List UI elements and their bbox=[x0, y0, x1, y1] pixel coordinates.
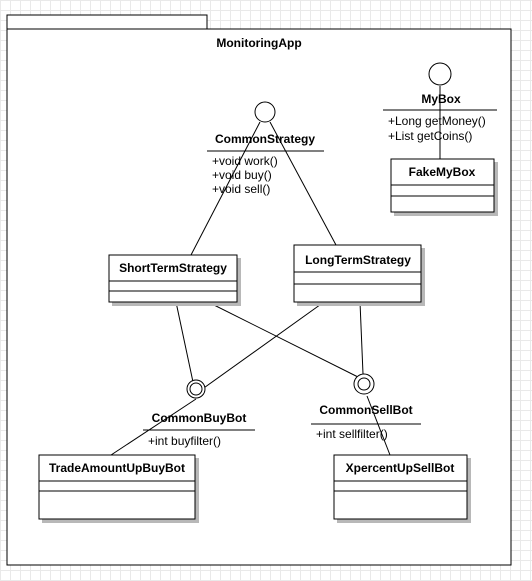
interface-name: CommonBuyBot bbox=[152, 411, 247, 425]
interface-lollipop-icon bbox=[357, 377, 371, 391]
interface-commonstrategy[interactable]: CommonStrategy +void work() +void buy() … bbox=[207, 101, 324, 196]
class-box bbox=[333, 454, 468, 520]
interface-name: CommonStrategy bbox=[215, 132, 315, 146]
realization-xpercent-commonsellbot[interactable] bbox=[366, 395, 391, 456]
interface-lollipop-icon bbox=[254, 101, 276, 123]
class-fakemybox[interactable]: FakeMyBox bbox=[390, 158, 498, 216]
interface-commonbuybot[interactable]: CommonBuyBot +int buyfilter() bbox=[143, 379, 255, 448]
class-box bbox=[293, 244, 422, 303]
class-name: LongTermStrategy bbox=[305, 253, 411, 267]
class-box bbox=[38, 454, 196, 520]
operation: +void work() bbox=[212, 154, 278, 168]
class-shorttermstrategy[interactable]: ShortTermStrategy bbox=[108, 254, 241, 306]
realization-tradeamount-commonbuybot[interactable] bbox=[107, 398, 197, 458]
class-name: XpercentUpSellBot bbox=[346, 461, 455, 475]
class-name: FakeMyBox bbox=[409, 165, 476, 179]
usage-longterm-commonbuybot[interactable] bbox=[200, 301, 325, 391]
realization-shortterm-commonstrategy[interactable] bbox=[190, 121, 261, 256]
package-name: MonitoringApp bbox=[216, 36, 301, 50]
class-box bbox=[108, 254, 238, 303]
usage-shortterm-commonsellbot[interactable] bbox=[207, 301, 361, 379]
usage-shortterm-commonbuybot[interactable] bbox=[175, 301, 194, 383]
operation: +void sell() bbox=[212, 182, 270, 196]
operation: +int sellfilter() bbox=[316, 427, 388, 441]
operation: +Long getMoney() bbox=[388, 114, 486, 128]
class-name: TradeAmountUpBuyBot bbox=[49, 461, 185, 475]
interface-name: MyBox bbox=[421, 92, 461, 106]
interface-commonsellbot[interactable]: CommonSellBot +int sellfilter() bbox=[311, 373, 421, 441]
class-longtermstrategy[interactable]: LongTermStrategy bbox=[293, 244, 425, 306]
operation: +void buy() bbox=[212, 168, 272, 182]
interface-lollipop-icon bbox=[428, 62, 452, 86]
interface-name: CommonSellBot bbox=[319, 403, 412, 417]
class-name: ShortTermStrategy bbox=[119, 261, 227, 275]
usage-longterm-commonsellbot[interactable] bbox=[359, 301, 364, 375]
interface-lollipop-icon bbox=[189, 382, 203, 396]
operation: +int buyfilter() bbox=[148, 434, 221, 448]
realization-longterm-commonstrategy[interactable] bbox=[269, 121, 337, 246]
class-xpercentupsellbot[interactable]: XpercentUpSellBot bbox=[333, 454, 471, 523]
interface-mybox[interactable]: MyBox +Long getMoney() +List getCoins() bbox=[383, 62, 497, 143]
class-tradeamountupbuybot[interactable]: TradeAmountUpBuyBot bbox=[38, 454, 199, 523]
relations bbox=[107, 86, 441, 458]
package-tab bbox=[6, 14, 208, 30]
operation: +List getCoins() bbox=[388, 129, 472, 143]
